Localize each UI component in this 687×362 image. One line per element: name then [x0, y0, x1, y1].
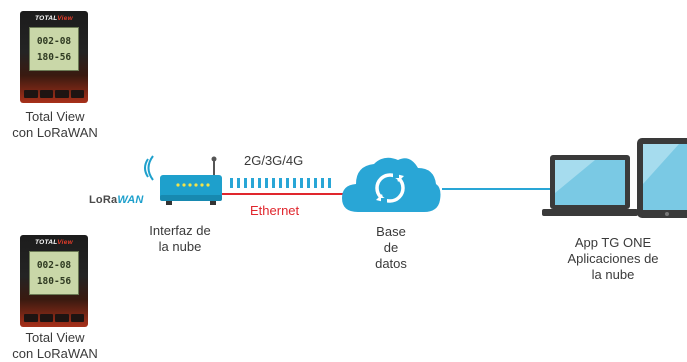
device-keys	[24, 314, 84, 322]
device-screen-line-1: 002-08	[36, 260, 72, 271]
wireless-signal-icon	[144, 155, 154, 181]
ethernet-line	[222, 193, 344, 195]
device-brand: TOTALView	[35, 239, 73, 246]
device-screen-line-2: 180-56	[36, 276, 72, 287]
device-screen: 002-08 180-56	[29, 251, 79, 295]
cellular-link	[230, 178, 331, 188]
cloud-app-link	[442, 188, 552, 190]
cloud-database-icon	[342, 157, 441, 212]
tablet-icon	[637, 138, 687, 218]
device-screen: 002-08 180-56	[29, 27, 79, 71]
cellular-label: 2G/3G/4G	[244, 153, 304, 168]
lorawan-logo: LoRaWAN	[89, 194, 144, 206]
device-screen-line-1: 002-08	[36, 36, 72, 47]
total-view-device-1: TOTALView 002-08 180-56	[20, 11, 88, 103]
laptop-icon	[542, 155, 638, 216]
total-view-device-2: TOTALView 002-08 180-56	[20, 235, 88, 327]
device-keys	[24, 90, 84, 98]
device-screen-line-2: 180-56	[36, 52, 72, 63]
device-brand: TOTALView	[35, 15, 73, 22]
gateway-router-icon	[160, 156, 222, 205]
ethernet-label: Ethernet	[250, 203, 300, 218]
